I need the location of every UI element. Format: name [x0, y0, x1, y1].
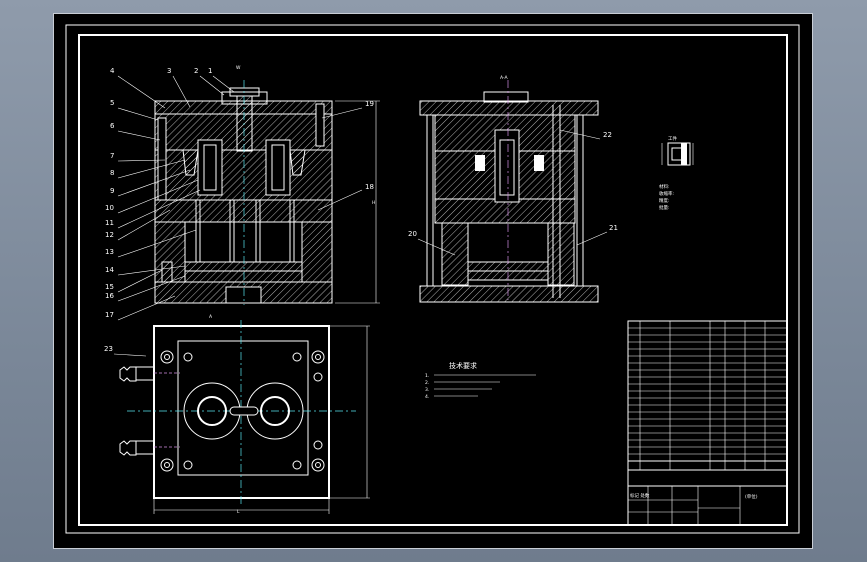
balloon-19: 19: [365, 100, 374, 108]
front-section-view: H W: [154, 65, 380, 305]
balloon-18: 18: [365, 183, 374, 191]
balloon-4: 4: [110, 67, 115, 75]
tech-req-line-4: 4.: [425, 394, 429, 400]
svg-text:收缩率:: 收缩率:: [659, 190, 674, 197]
balloon-17: 17: [105, 311, 114, 319]
tech-req-line-1: 1.: [425, 373, 429, 379]
balloon-7: 7: [110, 152, 114, 160]
svg-text:L: L: [237, 509, 240, 515]
svg-text:精度:: 精度:: [659, 197, 670, 204]
balloon-15: 15: [105, 283, 114, 291]
plan-view: L A: [119, 314, 370, 515]
balloon-23: 23: [104, 345, 113, 353]
svg-text:工件: 工件: [668, 135, 677, 142]
title-block: 标记 处数 (单位): [627, 320, 788, 526]
svg-text:W: W: [236, 65, 241, 71]
tech-req-title: 技术要求: [449, 361, 477, 370]
side-section-view: A-A: [419, 75, 599, 303]
mold-assembly-drawing: H W A-A 工件 材料: 收缩率: 精度:: [65, 24, 800, 534]
svg-text:材料:: 材料:: [659, 183, 670, 190]
balloon-9: 9: [110, 187, 114, 195]
balloon-13: 13: [105, 248, 114, 256]
title-block-right-caption: (单位): [745, 493, 758, 500]
balloon-21: 21: [609, 224, 618, 232]
balloon-8: 8: [110, 169, 114, 177]
tech-req-line-3: 3.: [425, 387, 429, 393]
title-block-left-caption: 标记 处数: [630, 492, 650, 499]
balloon-11: 11: [105, 219, 114, 227]
height-dim-text: H: [372, 200, 375, 206]
balloon-6: 6: [110, 122, 115, 130]
inner-frame: [78, 34, 788, 526]
balloon-14: 14: [105, 266, 114, 274]
svg-text:A-A: A-A: [500, 75, 509, 81]
svg-text:A: A: [209, 314, 213, 320]
balloon-22: 22: [603, 131, 612, 139]
product-detail-view: 工件 材料: 收缩率: 精度: 批量:: [659, 135, 694, 211]
tech-req-line-2: 2.: [425, 380, 429, 386]
balloon-16: 16: [105, 292, 114, 300]
balloon-1: 1: [208, 67, 212, 75]
svg-text:批量:: 批量:: [659, 204, 670, 211]
balloon-5: 5: [110, 99, 114, 107]
cad-drawing-viewport[interactable]: H W A-A 工件 材料: 收缩率: 精度:: [54, 14, 812, 548]
technical-requirements: 技术要求 1. 2. 3. 4.: [425, 361, 536, 400]
balloon-2: 2: [194, 67, 198, 75]
balloon-12: 12: [105, 231, 114, 239]
balloon-20: 20: [408, 230, 417, 238]
leader-lines: [113, 75, 608, 357]
balloon-10: 10: [105, 204, 114, 212]
outer-frame: [65, 24, 800, 534]
balloon-3: 3: [167, 67, 171, 75]
